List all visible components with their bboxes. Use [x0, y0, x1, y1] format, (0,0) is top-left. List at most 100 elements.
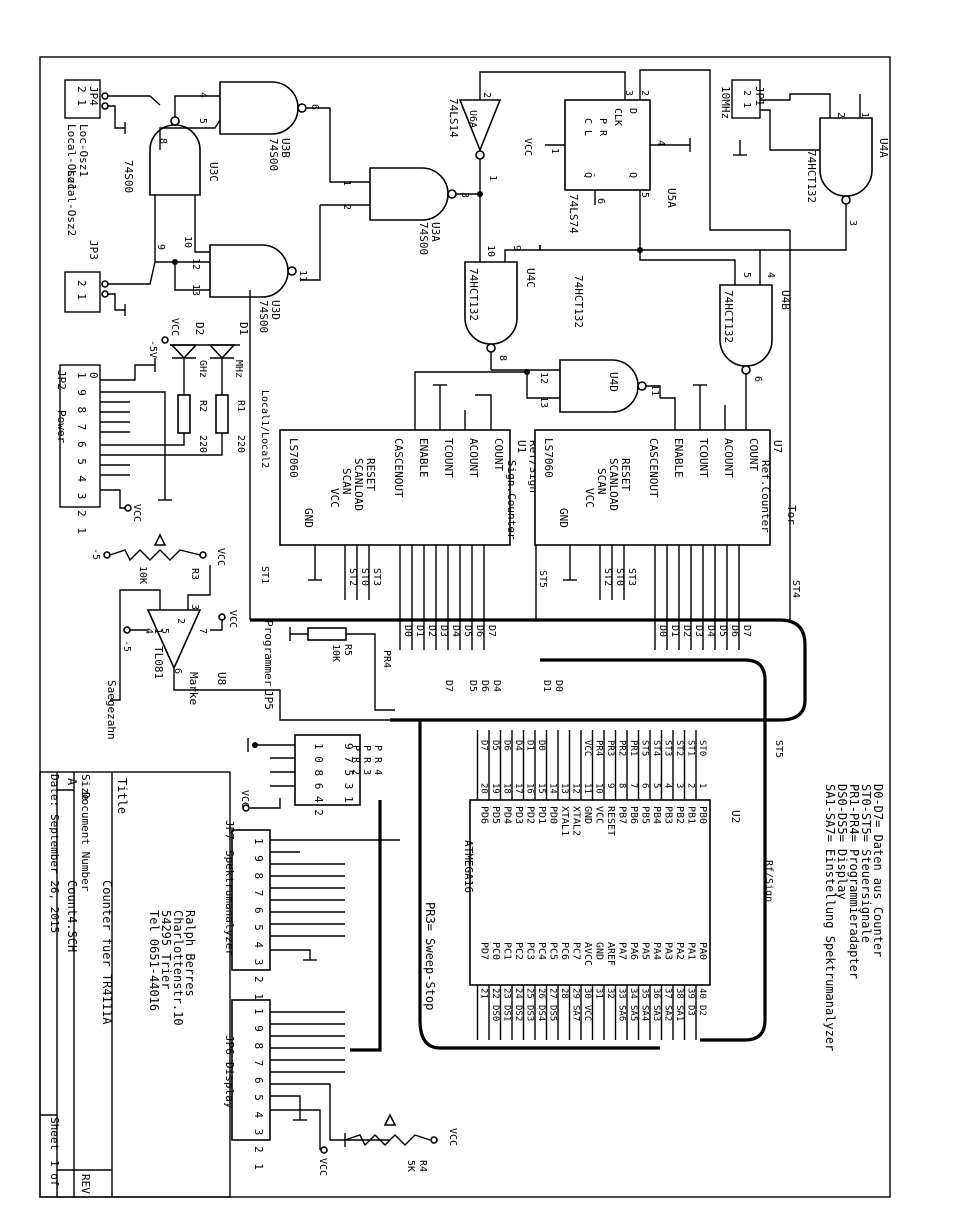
- mcu-pin-number: 22: [490, 988, 500, 999]
- sheet-label: Sheet: [48, 1117, 61, 1150]
- phone-text: Tel 0651-44016: [147, 910, 161, 1011]
- mcu-pin-number: 37: [663, 988, 673, 999]
- mcu-pin-label: PB1: [686, 806, 697, 824]
- mcu-pin-label: AVCC: [582, 942, 593, 966]
- svg-text:D0: D0: [657, 625, 668, 637]
- mcu-pin-number: 20: [479, 783, 489, 794]
- mcu-pin-label: PA3: [663, 942, 674, 960]
- mcu-net-label: DS0: [490, 1005, 500, 1021]
- svg-text:VCC: VCC: [522, 138, 533, 156]
- svg-text:U4C: U4C: [524, 268, 537, 288]
- jumper-jp3: 2 1 JP3 Local-Osz2: [64, 170, 156, 316]
- mcu-pin-label: PD2: [525, 806, 536, 824]
- mcu-pin-number: 15: [536, 783, 546, 794]
- mcu-pin-number: 35: [640, 988, 650, 999]
- size-value: A: [65, 778, 79, 786]
- svg-text:5: 5: [197, 118, 208, 124]
- counter-u1: COUNT ACOUNT TCOUNT ENABLE CASCENOUT SCA…: [279, 371, 540, 581]
- mcu-pin-number: 1: [697, 783, 707, 788]
- mcu-pin-label: VCC: [594, 806, 605, 824]
- street-text: Charlottenstr.10: [171, 910, 185, 1026]
- mcu-pins: PB01ST0PB12ST1PB23ST2PB34ST3PB45ST4PB56S…: [476, 730, 708, 1040]
- svg-text:U6A: U6A: [467, 110, 478, 128]
- svg-text:D1: D1: [414, 625, 425, 637]
- mcu-pin-label: GND: [594, 942, 605, 960]
- svg-text:R3: R3: [189, 568, 200, 580]
- resistor-network: 9 7 5 3 1 1 0 8 6 4 2 P R 4 P R 3 P R 2 …: [239, 734, 383, 816]
- svg-text:2: 2: [175, 618, 186, 624]
- svg-text:COUNT: COUNT: [492, 438, 505, 471]
- svg-text:JP6: JP6: [223, 1035, 236, 1055]
- svg-text:D6: D6: [474, 625, 485, 637]
- svg-text:LS7060: LS7060: [287, 438, 300, 478]
- svg-text:4: 4: [197, 92, 208, 98]
- svg-text:3: 3: [459, 192, 470, 198]
- svg-text:P R 4: P R 4: [372, 745, 383, 775]
- connector-jp7: 1 9 8 7 6 5 4 3 2 1 JP7 Spektrumanalyzer: [223, 820, 400, 1002]
- mcu-pin-label: PB0: [697, 806, 708, 824]
- mcu-pin-label: PD0: [548, 806, 559, 824]
- svg-text:U7: U7: [771, 440, 784, 453]
- svg-text:R1: R1: [235, 400, 246, 412]
- svg-text:D1: D1: [237, 322, 250, 335]
- mcu-pin-label: PD3: [513, 806, 524, 824]
- svg-text:ACOUNT: ACOUNT: [467, 438, 480, 478]
- svg-text:Local-Osz1: Local-Osz1: [65, 124, 78, 190]
- svg-text:74S00: 74S00: [417, 222, 430, 255]
- counter-data-lines: D0 D1 D2 D3 D4 D5 D6 D7 D0 D1 D2 D3 D4 D…: [249, 290, 801, 902]
- mcu-net-label: DS3: [525, 1005, 535, 1021]
- svg-text:ATMEGA16: ATMEGA16: [462, 840, 475, 893]
- svg-text:10: 10: [485, 245, 496, 257]
- mcu-pin-number: 5: [651, 783, 661, 788]
- svg-text:Marke: Marke: [187, 672, 200, 705]
- mcu-pin-label: PC7: [571, 942, 582, 960]
- svg-text:2 1: 2 1: [75, 86, 88, 106]
- svg-text:Tor: Tor: [785, 505, 798, 525]
- svg-text:D: D: [627, 108, 638, 114]
- mcu-pin-number: 27: [548, 988, 558, 999]
- svg-text:JP7: JP7: [223, 820, 236, 840]
- svg-text:P R 3: P R 3: [361, 745, 372, 775]
- mcu-pin-number: 36: [651, 988, 661, 999]
- svg-text:JP3: JP3: [87, 240, 100, 260]
- svg-text:D6: D6: [479, 680, 490, 692]
- mcu-pin-number: 38: [674, 988, 684, 999]
- svg-text:ST3: ST3: [626, 568, 637, 586]
- mcu-pin-label: PD4: [502, 806, 513, 824]
- mcu-pin-label: PB7: [617, 806, 628, 824]
- svg-text:2 1: 2 1: [75, 280, 88, 300]
- legend-line: D0-D7= Daten aus Counter: [871, 784, 885, 957]
- svg-text:TCOUNT: TCOUNT: [697, 438, 710, 478]
- svg-text:4: 4: [143, 628, 154, 634]
- svg-text:Programmer: Programmer: [262, 620, 275, 687]
- rev-label: REV: [79, 1174, 92, 1194]
- svg-text:Q: Q: [627, 172, 638, 178]
- flipflop-u5a: D CLK P R C L Q Q̄ 74LS74 U5A 2 3 4 1 5 …: [545, 69, 790, 253]
- svg-text:1: 1: [859, 112, 870, 118]
- svg-text:74HCT132: 74HCT132: [805, 150, 818, 203]
- jumper-jp1: 2 1 JP1 10MHz: [719, 79, 831, 160]
- mcu-pin-label: RESET: [605, 806, 616, 836]
- mcu-pin-label: PD6: [479, 806, 490, 824]
- svg-text:D0: D0: [402, 625, 413, 637]
- svg-text:D4: D4: [705, 625, 716, 637]
- gate-u3d: U3D 74S00 12 13 11: [172, 244, 308, 333]
- svg-text:2: 2: [835, 112, 846, 118]
- mcu-pin-number: 33: [617, 988, 627, 999]
- mcu-pin-number: 25: [525, 988, 535, 999]
- note-pr3: PR3= Sweep-Stop: [423, 902, 437, 1010]
- svg-text:4: 4: [765, 272, 776, 278]
- resistor-r1: R1 220: [100, 394, 246, 456]
- docnum-value: Count4.SCH: [65, 880, 79, 952]
- mcu-pin-label: PC6: [559, 942, 570, 960]
- svg-text:5: 5: [741, 272, 752, 278]
- mcu-net-label: D6: [502, 740, 512, 751]
- mcu-net-label: VCC: [582, 1005, 592, 1021]
- svg-text:74HCT132: 74HCT132: [572, 275, 585, 328]
- svg-text:MHz: MHz: [233, 360, 244, 378]
- svg-text:U4A: U4A: [877, 138, 890, 158]
- mcu-net-label: SA7: [571, 1005, 581, 1021]
- svg-text:R5: R5: [342, 644, 353, 656]
- mcu-pin-number: 3: [674, 783, 684, 788]
- mcu-pin-label: PA6: [628, 942, 639, 960]
